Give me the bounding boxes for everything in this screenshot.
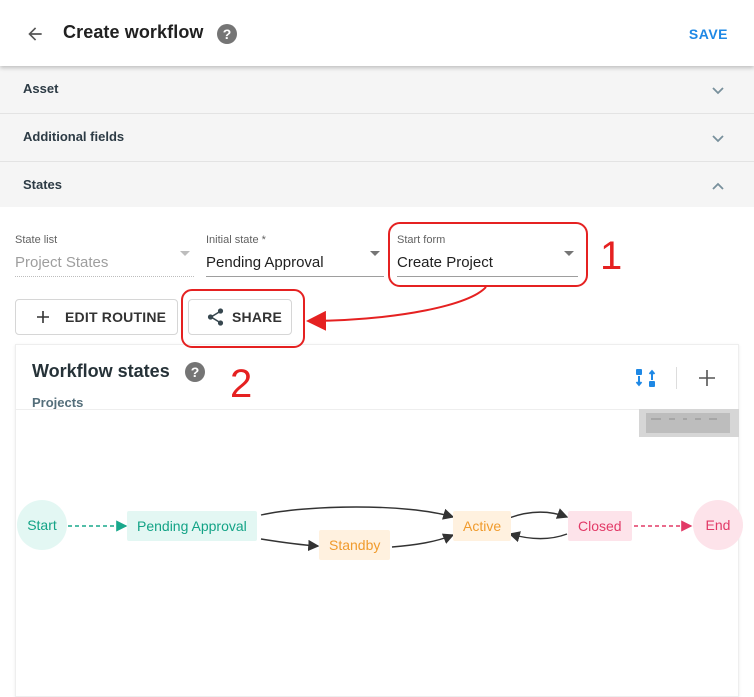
caret-down-icon: [370, 251, 380, 256]
node-closed[interactable]: Closed: [568, 511, 632, 541]
minimap[interactable]: [639, 409, 739, 437]
node-active[interactable]: Active: [453, 511, 512, 541]
state-list-value: Project States: [15, 254, 109, 271]
state-list-label: State list: [15, 234, 58, 246]
back-button[interactable]: [22, 21, 48, 47]
chevron-down-icon: [712, 135, 724, 143]
page-title: Create workflow: [63, 22, 204, 42]
initial-state-label: Initial state *: [206, 234, 266, 246]
node-end[interactable]: End: [693, 500, 743, 550]
node-start[interactable]: Start: [17, 500, 67, 550]
annotation-arrow: [306, 286, 487, 331]
state-list-select: State list Project States: [15, 231, 194, 279]
section-additional-fields-label: Additional fields: [23, 129, 125, 144]
start-form-value: Create Project: [397, 254, 493, 271]
plus-icon: [37, 311, 49, 323]
edit-routine-button[interactable]: EDIT ROUTINE: [15, 299, 178, 335]
node-pending-approval[interactable]: Pending Approval: [127, 511, 257, 541]
share-icon: [207, 308, 224, 326]
section-states-label: States: [23, 177, 63, 192]
edit-routine-label: EDIT ROUTINE: [65, 309, 167, 325]
initial-state-value: Pending Approval: [206, 254, 324, 271]
initial-state-select[interactable]: Initial state * Pending Approval: [206, 231, 384, 279]
start-form-select[interactable]: Start form Create Project: [397, 231, 578, 279]
workflow-states-card: Workflow states ? Projects St: [15, 344, 743, 697]
section-asset-label: Asset: [23, 81, 59, 96]
auto-layout-icon[interactable]: [635, 367, 657, 389]
workflow-subtitle: Projects: [32, 395, 84, 410]
start-form-label: Start form: [397, 234, 446, 246]
toolbar-separator: [676, 367, 677, 389]
add-state-plus-icon[interactable]: [696, 367, 718, 389]
section-states[interactable]: States: [0, 162, 754, 207]
section-asset[interactable]: Asset: [0, 66, 754, 114]
top-app-bar: Create workflow ? SAVE: [0, 0, 754, 66]
arrow-left-icon: [28, 27, 42, 41]
caret-down-icon: [180, 251, 190, 256]
section-additional-fields[interactable]: Additional fields: [0, 114, 754, 162]
question-circle-icon[interactable]: ?: [185, 362, 205, 382]
share-label: SHARE: [232, 309, 283, 325]
minimap-preview-icon: [646, 413, 730, 433]
chevron-up-icon: [712, 182, 724, 190]
question-circle-icon[interactable]: ?: [217, 24, 237, 44]
caret-down-icon: [564, 251, 574, 256]
save-button[interactable]: SAVE: [688, 26, 728, 42]
annotation-number-1: 1: [600, 234, 623, 278]
annotation-number-2: 2: [230, 362, 253, 406]
node-standby[interactable]: Standby: [319, 530, 391, 560]
share-button[interactable]: SHARE: [188, 299, 292, 335]
card-divider: [16, 409, 738, 410]
chevron-down-icon: [712, 87, 724, 95]
workflow-title: Workflow states: [32, 361, 170, 381]
